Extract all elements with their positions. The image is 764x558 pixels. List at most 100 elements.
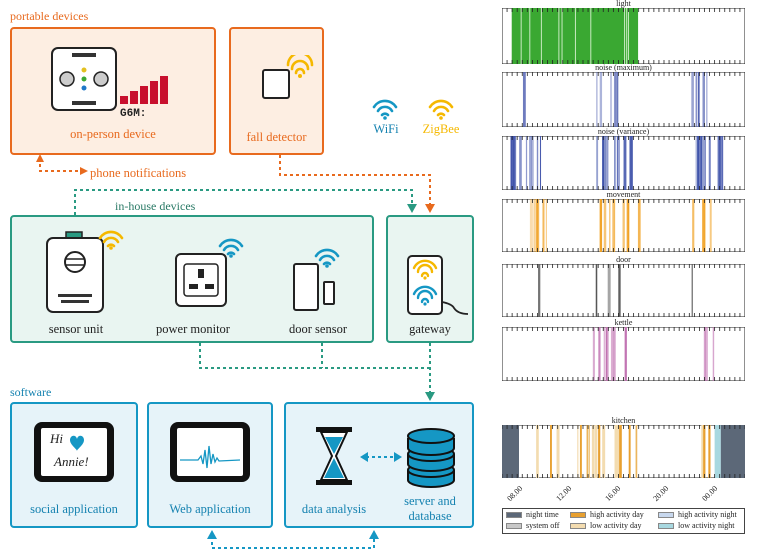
- activity-bar: [698, 136, 700, 190]
- activity-bar: [610, 327, 614, 381]
- gap-line: [529, 8, 531, 64]
- social-greeting-line2: Annie!: [54, 454, 89, 469]
- activity-bar: [539, 136, 542, 190]
- activity-bar: [702, 199, 706, 252]
- activity-bar: [708, 425, 711, 478]
- activity-bar: [719, 136, 722, 190]
- activity-bar: [607, 327, 609, 381]
- strip-title-0: light: [616, 0, 631, 8]
- legend-high-activity-night: high activity night: [658, 510, 737, 519]
- activity-bar: [614, 136, 616, 190]
- strip-background: [502, 327, 745, 381]
- activity-bar: [513, 136, 517, 190]
- legend-system-off: system off: [506, 521, 559, 530]
- x-tick-label: 00.00: [699, 484, 720, 504]
- gap-line: [561, 8, 563, 64]
- night-block: [502, 425, 520, 478]
- activity-bar: [599, 72, 603, 127]
- inhouse-devices-title: in-house devices: [115, 199, 196, 213]
- activity-bar: [577, 425, 579, 478]
- legend-swatch-low-activity-day: [570, 522, 586, 529]
- activity-bar: [610, 72, 613, 127]
- strip-title-5: kettle: [614, 318, 633, 327]
- chart-legend: [502, 508, 745, 534]
- activity-bar: [595, 264, 598, 317]
- analysis-db-arrow-icon: [360, 452, 402, 462]
- x-tick-label: 20.00: [651, 484, 671, 504]
- activity-bar: [695, 72, 697, 127]
- door-sensor-icon: [293, 248, 340, 311]
- activity-bar: [622, 199, 625, 252]
- database-icon: [407, 428, 455, 488]
- activity-bar: [598, 327, 601, 381]
- activity-bar: [703, 199, 706, 252]
- software-title: software: [10, 385, 52, 399]
- legend-swatch-system-off: [506, 522, 522, 529]
- sensor-unit-label: sensor unit: [48, 322, 104, 336]
- activity-bar: [628, 425, 631, 478]
- activity-bar: [703, 327, 706, 381]
- activity-bar: [591, 425, 595, 478]
- activity-bar: [721, 136, 724, 190]
- power-monitor-label: power monitor: [156, 322, 230, 336]
- activity-bar: [522, 72, 526, 127]
- activity-bar: [596, 136, 599, 190]
- gap-line: [574, 8, 576, 64]
- zigbee-legend-label: ZigBee: [422, 122, 460, 136]
- activity-bar: [603, 199, 607, 252]
- activity-bar: [603, 327, 606, 381]
- activity-bar: [697, 72, 700, 127]
- activity-bar: [623, 136, 627, 190]
- legend-label-system-off: system off: [526, 521, 560, 530]
- activity-bar: [629, 136, 632, 190]
- activity-bar: [702, 72, 705, 127]
- activity-bar: [614, 425, 616, 478]
- activity-bar: [542, 199, 545, 252]
- gateway-label: gateway: [409, 322, 451, 336]
- activity-bar: [712, 327, 715, 381]
- activity-bar: [624, 327, 627, 381]
- activity-bar: [708, 136, 711, 190]
- web-tablet-icon: [170, 422, 250, 482]
- legend-label-low-activity-night: low activity night: [678, 521, 735, 530]
- legend-high-activity-day: high activity day: [570, 510, 644, 519]
- activity-bar: [525, 136, 528, 190]
- activity-bar: [545, 199, 547, 252]
- activity-bar: [700, 136, 703, 190]
- legend-swatch-night-time: [506, 511, 522, 518]
- activity-bar: [536, 136, 539, 190]
- activity-bar: [703, 425, 706, 478]
- activity-bar: [606, 136, 609, 190]
- strip-title-6: kitchen: [611, 416, 636, 425]
- activity-bar: [510, 136, 513, 190]
- strip-background: [502, 72, 745, 127]
- social-application-label: social application: [30, 502, 118, 516]
- activity-bar: [617, 425, 620, 478]
- activity-bar: [529, 136, 533, 190]
- strip-title-1: noise (maximum): [595, 63, 652, 72]
- activity-bar: [510, 136, 512, 190]
- strip-background: [502, 264, 745, 317]
- web-application-label: Web application: [169, 502, 251, 516]
- activity-bar: [618, 425, 622, 478]
- activity-bar: [529, 199, 533, 252]
- strip-5: [502, 327, 745, 381]
- wifi-legend-icon: [372, 99, 398, 120]
- activity-bar: [535, 199, 538, 252]
- x-tick-label: 08.00: [505, 484, 525, 504]
- activity-bar: [618, 264, 621, 317]
- activity-bar: [550, 425, 552, 478]
- activity-bar: [614, 72, 617, 127]
- zigbee-legend-icon: [428, 99, 454, 120]
- legend-label-low-activity-day: low activity day: [590, 521, 642, 530]
- strip-3: [502, 199, 745, 252]
- legend-low-activity-day: low activity day: [570, 521, 642, 530]
- on-person-device-label: on-person device: [70, 127, 156, 141]
- legend-label-night-time: night time: [526, 510, 559, 519]
- activity-bar: [629, 136, 632, 190]
- x-tick-label: 12.00: [554, 484, 574, 504]
- activity-bar: [692, 199, 694, 252]
- social-tablet-icon: [34, 422, 114, 482]
- gateway-icon: [407, 255, 469, 315]
- legend-label-high-activity-day: high activity day: [590, 510, 644, 519]
